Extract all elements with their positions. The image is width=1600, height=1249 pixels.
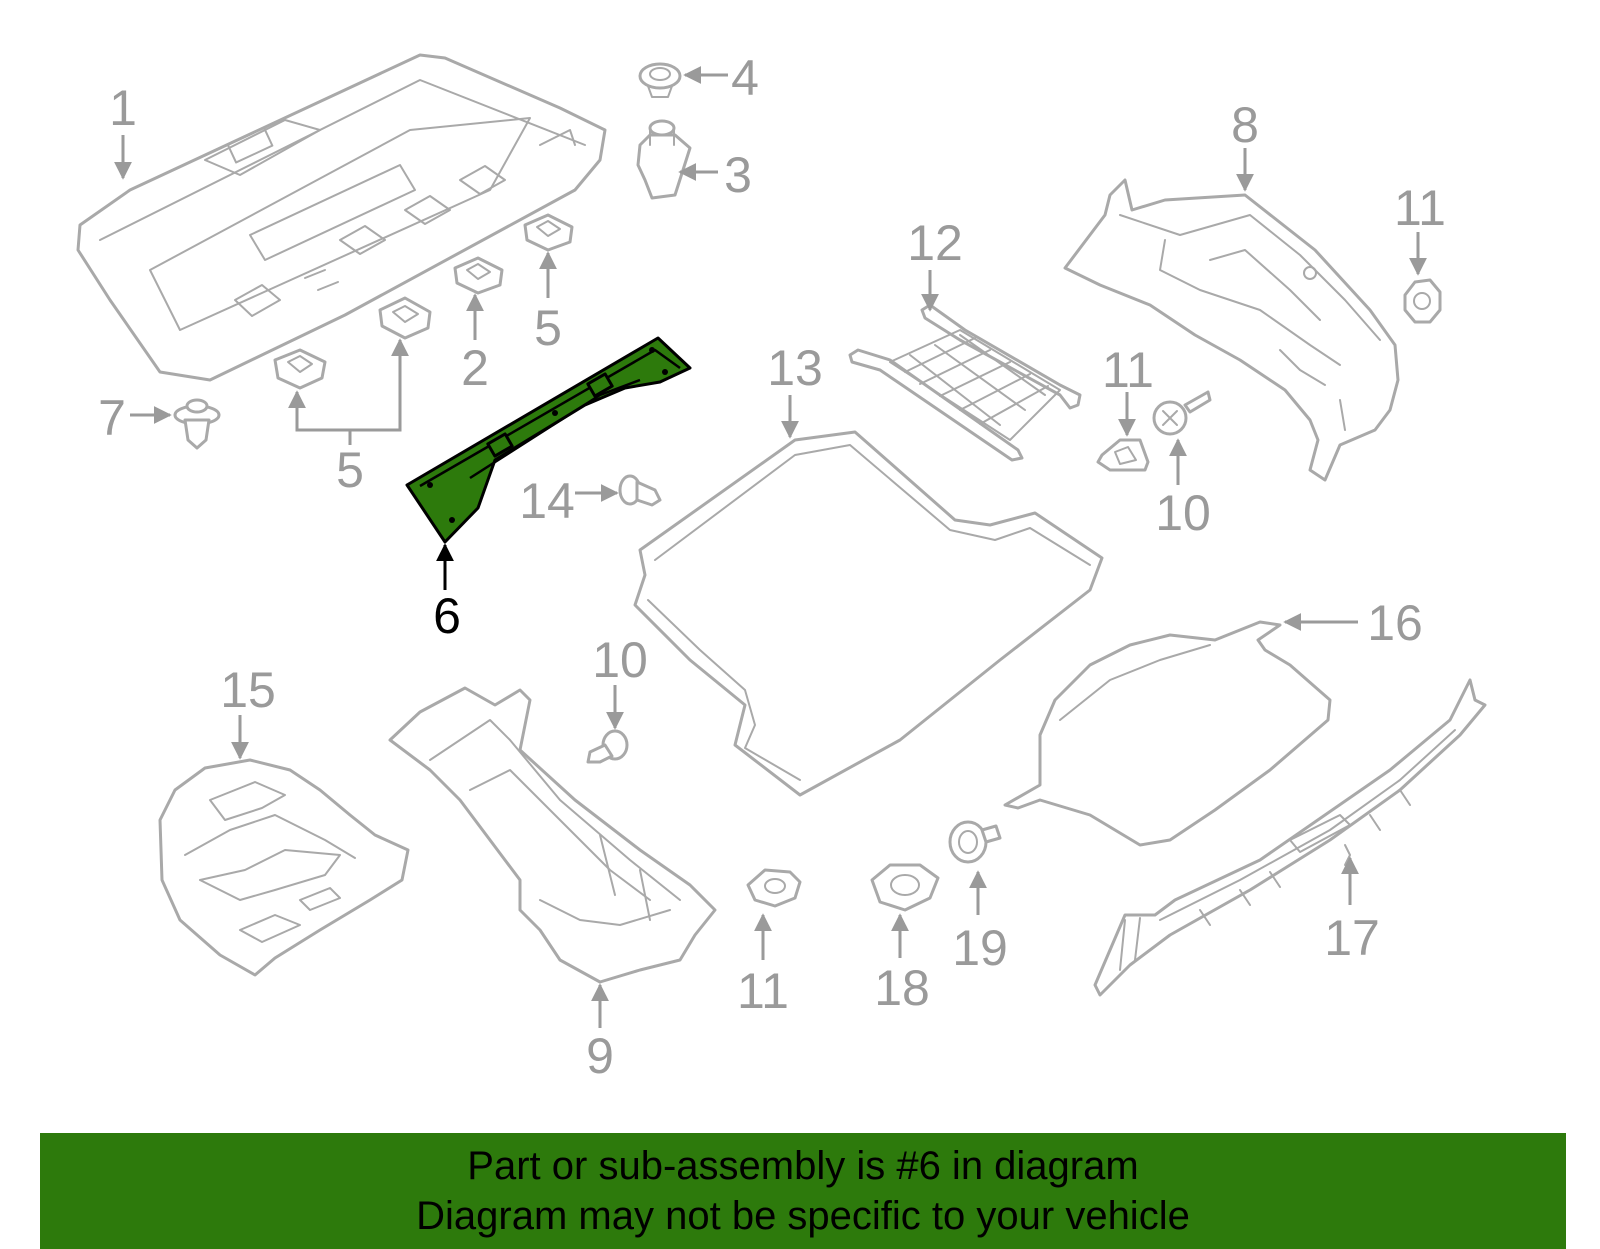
part-13-trunk-mat xyxy=(633,430,1104,797)
callout-5-left: 5 xyxy=(336,442,364,498)
part-4-grommet xyxy=(638,62,682,98)
part-7-push-pin xyxy=(173,398,221,450)
part-5-clip-b xyxy=(378,296,432,340)
part-11-nut-upper-right xyxy=(1403,278,1442,324)
info-banner: Part or sub-assembly is #6 in diagram Di… xyxy=(40,1133,1566,1249)
part-19-grommet xyxy=(948,820,1002,864)
callout-16: 16 xyxy=(1367,595,1423,651)
callout-18: 18 xyxy=(874,960,930,1016)
callout-11-middle: 11 xyxy=(1102,342,1154,398)
part-15-floor-board xyxy=(158,758,410,977)
part-11-clip-bottom xyxy=(746,868,802,908)
callout-3: 3 xyxy=(724,147,752,203)
callout-14: 14 xyxy=(519,473,575,529)
callout-4: 4 xyxy=(731,50,759,106)
callout-10-lower: 10 xyxy=(592,632,648,688)
callout-7: 7 xyxy=(98,390,126,446)
part-17-sill-plate xyxy=(1093,678,1487,997)
part-10-screw-upper xyxy=(1152,390,1212,436)
part-9-quarter-trim xyxy=(388,686,717,984)
callout-5-right: 5 xyxy=(534,300,562,356)
callout-9: 9 xyxy=(586,1028,614,1084)
part-10-screw-lower xyxy=(586,729,629,764)
callout-6: 6 xyxy=(433,588,461,644)
callout-12: 12 xyxy=(907,215,963,271)
callout-17: 17 xyxy=(1324,910,1380,966)
callout-19: 19 xyxy=(952,920,1008,976)
part-11-clip-middle xyxy=(1096,438,1150,472)
part-5-clip-a xyxy=(273,348,327,390)
part-3-bumper xyxy=(636,119,692,200)
part-14-screw xyxy=(618,474,662,507)
part-5-clip-c xyxy=(523,213,574,252)
leader-lines xyxy=(114,66,1427,1028)
part-6-trim-panel xyxy=(405,336,692,544)
callout-labels: 1 2 3 4 5 5 6 7 8 9 10 10 11 11 11 12 13… xyxy=(98,50,1446,1084)
part-8-quarter-trim xyxy=(1063,178,1400,482)
callout-8: 8 xyxy=(1231,97,1259,153)
part-1-parcel-shelf xyxy=(76,53,607,382)
banner-line-2: Diagram may not be specific to your vehi… xyxy=(416,1194,1190,1238)
part-16-cargo-cover xyxy=(1003,620,1332,847)
callout-15: 15 xyxy=(220,662,276,718)
callout-1: 1 xyxy=(109,80,137,136)
part-12-cargo-net xyxy=(848,303,1082,462)
part-2-clip xyxy=(453,256,504,295)
banner-line-1: Part or sub-assembly is #6 in diagram xyxy=(467,1144,1139,1188)
callout-10-upper: 10 xyxy=(1155,485,1211,541)
callout-13: 13 xyxy=(767,340,823,396)
callout-2: 2 xyxy=(461,340,489,396)
callout-11-bottom: 11 xyxy=(737,963,789,1019)
callout-11-upper-right: 11 xyxy=(1394,180,1446,236)
part-18-clip xyxy=(870,863,940,912)
